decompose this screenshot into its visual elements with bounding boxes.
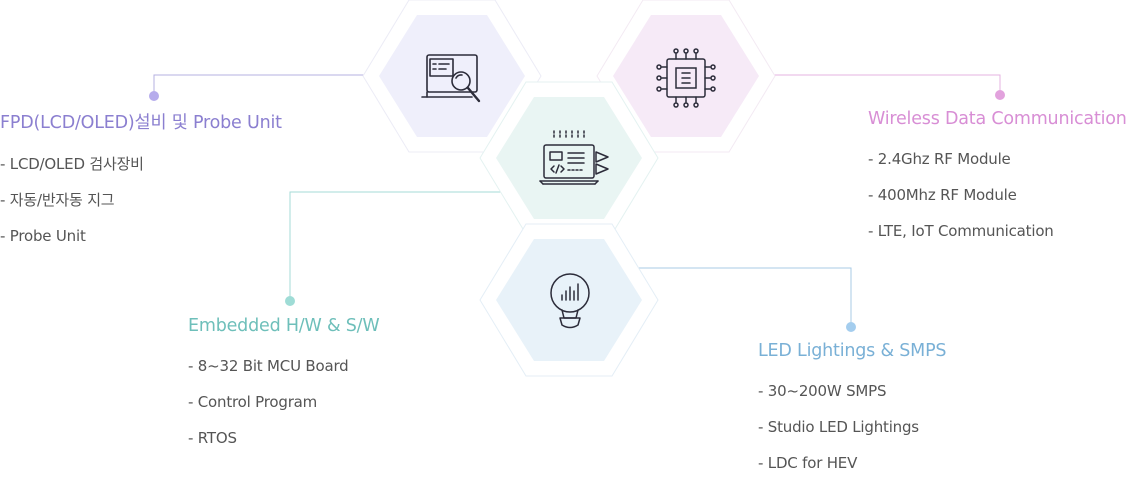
- connector-dot-wireless: [995, 90, 1005, 100]
- connector-embedded: [289, 191, 522, 301]
- laptop-code-icon: [539, 130, 609, 185]
- monitor-magnifier-icon: [421, 54, 481, 103]
- list-item: 자동/반자동 지그: [0, 182, 282, 218]
- connector-dot-led: [846, 322, 856, 332]
- list-item: Control Program: [188, 384, 379, 420]
- list-item: 2.4Ghz RF Module: [868, 141, 1127, 177]
- section-fpd: FPD(LCD/OLED)설비 및 Probe Unit LCD/OLED 검사…: [0, 109, 282, 254]
- list-item: RTOS: [188, 420, 379, 456]
- section-title-fpd: FPD(LCD/OLED)설비 및 Probe Unit: [0, 113, 282, 133]
- list-item: Studio LED Lightings: [758, 409, 946, 445]
- hexagon-wireless: [596, 0, 776, 153]
- connector-fpd: [153, 74, 372, 96]
- section-wireless: Wireless Data Communication 2.4Ghz RF Mo…: [868, 109, 1127, 249]
- list-item: 400Mhz RF Module: [868, 177, 1127, 213]
- microchip-icon: [656, 48, 716, 108]
- led-bulb-icon: [550, 273, 590, 329]
- hexagon-led: [479, 223, 659, 377]
- connector-led: [636, 267, 852, 327]
- list-item: Probe Unit: [0, 218, 282, 254]
- list-item: LTE, IoT Communication: [868, 213, 1127, 249]
- list-item: LCD/OLED 검사장비: [0, 146, 282, 182]
- connector-dot-fpd: [149, 91, 159, 101]
- section-embedded: Embedded H/W & S/W 8~32 Bit MCU Board Co…: [188, 316, 380, 456]
- section-title-led: LED Lightings & SMPS: [758, 341, 947, 361]
- connector-wireless: [772, 74, 1001, 95]
- section-led: LED Lightings & SMPS 30~200W SMPS Studio…: [758, 341, 947, 481]
- hexagon-diagram: [149, 0, 1005, 377]
- business-areas-diagram: FPD(LCD/OLED)설비 및 Probe Unit LCD/OLED 검사…: [0, 0, 1140, 470]
- list-item: LDC for HEV: [758, 445, 946, 481]
- section-title-embedded: Embedded H/W & S/W: [188, 316, 380, 336]
- list-item: 30~200W SMPS: [758, 373, 946, 409]
- connector-dot-embedded: [285, 296, 295, 306]
- list-item: 8~32 Bit MCU Board: [188, 348, 379, 384]
- section-title-wireless: Wireless Data Communication: [868, 109, 1127, 129]
